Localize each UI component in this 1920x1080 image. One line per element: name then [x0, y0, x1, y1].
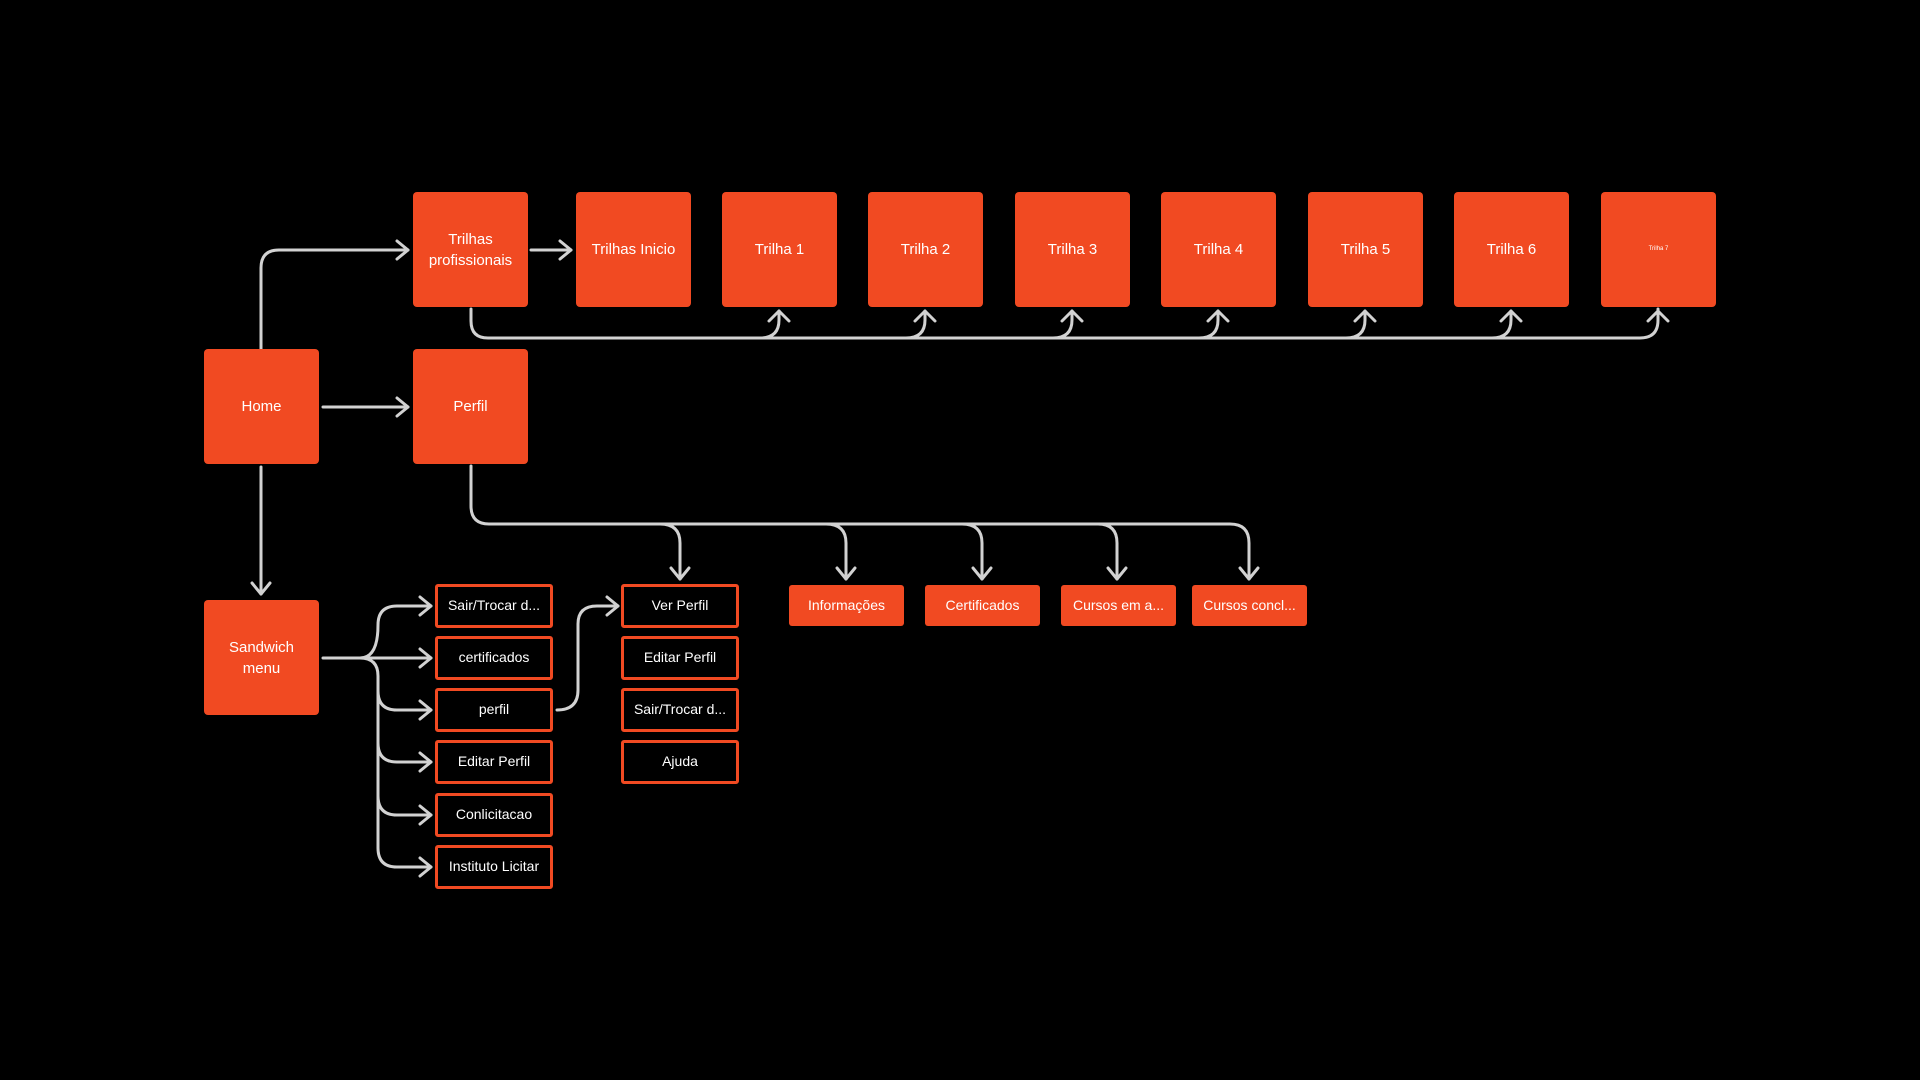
arrowhead [558, 239, 573, 261]
node-label: Sair/Trocar d... [633, 701, 727, 718]
node-label: Perfil [453, 398, 488, 415]
edge-menu-perfil-ver [555, 604, 620, 712]
arrowhead [1646, 309, 1670, 323]
edge-to-trilha-2 [904, 309, 927, 340]
node-label: Instituto Licitar [448, 858, 540, 875]
edge-to-ver-perfil [658, 522, 682, 581]
node-label: Ver Perfil [651, 597, 709, 614]
arrowhead [767, 309, 791, 323]
node-label: Cursos concl... [1203, 596, 1296, 613]
node-label: Trilha 7 [1648, 246, 1669, 253]
edge-to-certificados [960, 522, 984, 581]
arrowhead [1060, 309, 1084, 323]
node-label: Conlicitacao [455, 806, 533, 823]
arrowhead [250, 581, 272, 596]
node-menu-sair[interactable]: Sair/Trocar d... [435, 584, 553, 628]
node-home[interactable]: Home [204, 349, 319, 464]
arrowhead [1106, 566, 1128, 581]
edge-to-informacoes [824, 522, 848, 581]
node-label: Informações [807, 596, 886, 613]
node-label: Editar Perfil [643, 649, 717, 666]
arrowhead [395, 396, 410, 418]
edge-to-trilha-1 [758, 309, 781, 340]
node-label: Trilha 3 [1047, 241, 1098, 258]
edge-perfil-bus [469, 464, 1251, 581]
node-label: Trilha 5 [1340, 241, 1391, 258]
edge-to-trilha-5 [1344, 309, 1367, 340]
edge-to-trilha-4 [1197, 309, 1220, 340]
node-label: Certificados [945, 596, 1020, 613]
node-label: Home [241, 398, 282, 415]
arrowhead [971, 566, 993, 581]
node-trilha-7[interactable]: Trilha 7 [1601, 192, 1716, 307]
arrowhead [418, 856, 433, 878]
edge-to-menu-perfil [376, 689, 433, 712]
node-label: perfil [478, 701, 510, 718]
node-perfil-cursos-concluidos[interactable]: Cursos concl... [1192, 585, 1307, 626]
node-trilha-4[interactable]: Trilha 4 [1161, 192, 1276, 307]
node-perfil[interactable]: Perfil [413, 349, 528, 464]
node-label: Trilha 2 [900, 241, 951, 258]
node-sub-ajuda[interactable]: Ajuda [621, 740, 739, 784]
node-trilha-5[interactable]: Trilha 5 [1308, 192, 1423, 307]
node-menu-perfil[interactable]: perfil [435, 688, 553, 732]
edge-to-cursos-andamento [1096, 522, 1119, 581]
node-trilha-2[interactable]: Trilha 2 [868, 192, 983, 307]
node-label: Trilhas Inicio [591, 241, 676, 258]
arrowhead [835, 566, 857, 581]
arrowhead [1238, 566, 1260, 581]
arrowhead [418, 699, 433, 721]
node-sandwich-menu[interactable]: Sandwich menu [204, 600, 319, 715]
edge-to-trilha-6 [1490, 309, 1513, 340]
node-label: Trilha 1 [754, 241, 805, 258]
node-menu-certificados[interactable]: certificados [435, 636, 553, 680]
node-label: Sandwich menu [228, 638, 295, 677]
node-trilhas-inicio[interactable]: Trilhas Inicio [576, 192, 691, 307]
edge-trilhas-bus [469, 307, 1660, 340]
node-trilha-6[interactable]: Trilha 6 [1454, 192, 1569, 307]
arrowhead [418, 804, 433, 826]
edge-menu-spine [358, 656, 433, 869]
node-label: Editar Perfil [457, 753, 531, 770]
arrowhead [418, 751, 433, 773]
node-label: Sair/Trocar d... [447, 597, 541, 614]
node-trilhas-profissionais[interactable]: Trilhas profissionais [413, 192, 528, 307]
edge-to-menu-conlicitacao [376, 794, 433, 817]
node-sub-sair[interactable]: Sair/Trocar d... [621, 688, 739, 732]
node-label: certificados [458, 649, 530, 666]
node-perfil-informacoes[interactable]: Informações [789, 585, 904, 626]
arrowhead [1353, 309, 1377, 323]
edge-to-trilha-3 [1051, 309, 1074, 340]
node-label: Trilha 6 [1486, 241, 1537, 258]
arrowhead [418, 647, 433, 669]
node-trilha-3[interactable]: Trilha 3 [1015, 192, 1130, 307]
node-perfil-certificados[interactable]: Certificados [925, 585, 1040, 626]
node-sub-editar-perfil[interactable]: Editar Perfil [621, 636, 739, 680]
node-label: Cursos em a... [1072, 596, 1165, 613]
arrowhead [418, 595, 433, 617]
arrowhead [605, 595, 620, 617]
edge-home-trilhas [259, 248, 410, 351]
edge-to-menu-sair [358, 604, 433, 660]
node-sub-ver-perfil[interactable]: Ver Perfil [621, 584, 739, 628]
node-trilha-1[interactable]: Trilha 1 [722, 192, 837, 307]
node-label: Trilha 4 [1193, 241, 1244, 258]
node-perfil-cursos-andamento[interactable]: Cursos em a... [1061, 585, 1176, 626]
node-menu-instituto[interactable]: Instituto Licitar [435, 845, 553, 889]
arrowhead [913, 309, 937, 323]
edge-to-menu-editar [376, 741, 433, 764]
arrowhead [669, 566, 691, 581]
node-label: Trilhas profissionais [428, 230, 513, 269]
node-menu-conlicitacao[interactable]: Conlicitacao [435, 793, 553, 837]
node-label: Ajuda [662, 753, 698, 770]
arrowhead [395, 239, 410, 261]
arrowhead [1206, 309, 1230, 323]
node-menu-editar-perfil[interactable]: Editar Perfil [435, 740, 553, 784]
arrowhead [1499, 309, 1523, 323]
